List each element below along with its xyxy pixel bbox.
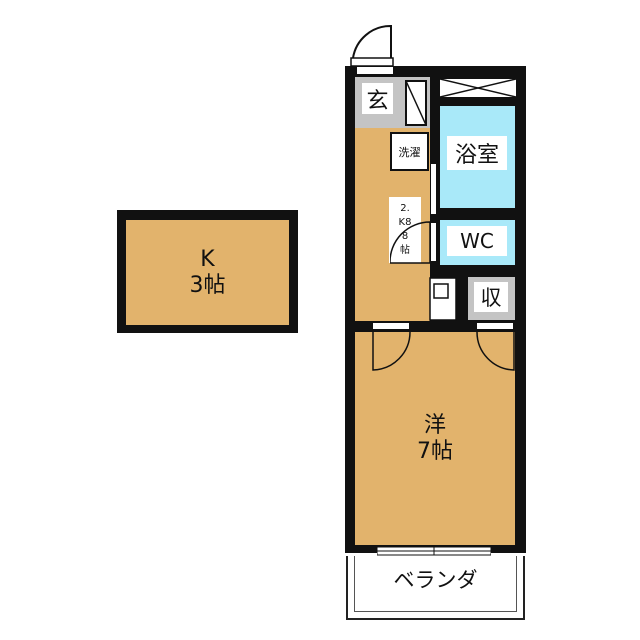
western-room-size: 7帖 [417,438,453,464]
annex-room-name: K [200,246,215,272]
laundry-space-label: 洗濯 [390,132,429,171]
shoe-closet-icon [405,80,427,126]
bath-door [430,163,437,215]
wc-label: WC [447,226,507,256]
western-room-name: 洋 [423,412,446,438]
bathroom-label: 浴室 [447,136,507,170]
annex-room-floor: K 3帖 [126,220,289,325]
kitchen-label-line3: 8 [401,231,409,242]
entrance-door-icon [350,24,394,67]
void-space-icon [440,79,516,97]
western-room-floor: 洋 7帖 [355,332,515,545]
western-door-opening-right [476,322,514,330]
sink-icon [429,277,457,321]
storage-label: 収 [474,282,508,312]
western-door-opening-left [372,322,410,330]
balcony: ベランダ [346,556,525,620]
wc-door-swing-icon [390,221,431,264]
entrance-label: 玄 [362,83,393,114]
kitchen-label-line1: 2. [400,203,410,214]
western-door-swing-right-icon [476,332,515,371]
kitchen-label-line4: 帖 [400,245,410,256]
entrance-door-opening [356,66,394,75]
balcony-window-icon [377,546,491,556]
annex-room-size: 3帖 [189,272,226,298]
western-door-swing-left-icon [372,332,411,371]
kitchen-label-line2: K8 [398,217,412,228]
balcony-label: ベランダ [393,568,478,592]
